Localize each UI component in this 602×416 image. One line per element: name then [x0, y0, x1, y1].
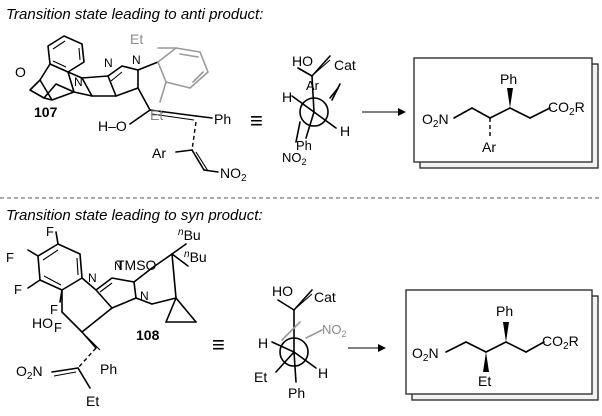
o2n-label-108: O2N	[16, 363, 43, 382]
anti-product-co2r: CO2R	[548, 99, 585, 118]
n-label-4: N	[88, 271, 97, 285]
f-label-4: F	[50, 302, 58, 317]
ts-107-structure	[29, 35, 219, 173]
n-label-2: N	[104, 56, 113, 70]
equivalence-symbol-1: ≡	[250, 108, 263, 133]
f-label-3: F	[14, 282, 22, 297]
n-label-5: N	[114, 259, 123, 273]
newman1-h-right: H	[340, 123, 350, 139]
newman2-et: Et	[254, 369, 267, 385]
reaction-arrow-2	[378, 344, 386, 352]
newman1-ar: Ar	[306, 78, 320, 93]
ho-label-108: HO	[32, 315, 53, 331]
nbu-label-2: nBu	[184, 249, 207, 265]
newman2-ph: Ph	[288, 385, 305, 401]
ts-108-structure	[27, 231, 197, 389]
reaction-arrow-1	[398, 108, 406, 116]
syn-product-et: Et	[478, 373, 491, 389]
anti-product-box	[413, 57, 599, 169]
et-lower-label: Et	[150, 107, 163, 123]
tmso-label: TMSO	[116, 257, 157, 273]
f-label-2: F	[46, 224, 54, 239]
newman2-h-left: H	[258, 335, 268, 351]
anti-heading: Transition state leading to anti product…	[6, 6, 263, 23]
compound-107: 107	[34, 104, 58, 120]
ho-label-107: H–O	[98, 118, 127, 134]
newman2-h-right: H	[318, 365, 328, 381]
newman-projection-anti	[291, 55, 341, 143]
newman2-ho: HO	[272, 283, 293, 299]
ph-label-108: Ph	[100, 361, 117, 377]
nbu-label-1: nBu	[178, 227, 201, 243]
n-label-1: N	[74, 75, 83, 89]
et-aryl-label: Et	[130, 31, 143, 47]
newman2-cat: Cat	[314, 289, 336, 305]
equivalence-symbol-2: ≡	[212, 332, 225, 357]
syn-product-ph: Ph	[496, 303, 513, 319]
et-label-108: Et	[86, 393, 99, 409]
newman1-h-left: H	[282, 89, 292, 105]
newman-projection-syn	[271, 289, 323, 383]
newman1-no2: NO2	[282, 150, 307, 167]
newman2-no2: NO2	[322, 322, 347, 339]
anti-product-ph: Ph	[500, 71, 517, 87]
no2-label-107: NO2	[220, 165, 247, 184]
ar-label-107: Ar	[152, 145, 166, 161]
newman1-ho: HO	[292, 53, 313, 69]
syn-product-o2n: O2N	[412, 345, 439, 364]
syn-heading: Transition state leading to syn product:	[6, 207, 263, 224]
ph-label-107: Ph	[214, 111, 231, 127]
f-label-1: F	[6, 250, 14, 265]
newman1-cat: Cat	[334, 57, 356, 73]
newman1-ph: Ph	[296, 138, 312, 153]
compound-108: 108	[136, 327, 160, 343]
n-label-6: N	[140, 289, 149, 303]
anti-product-ar: Ar	[482, 139, 496, 155]
n-label-3: N	[132, 53, 141, 67]
f-label-5: F	[54, 320, 62, 335]
syn-product-co2r: CO2R	[542, 333, 579, 352]
anti-product-o2n: O2N	[422, 111, 449, 130]
syn-product-box	[405, 289, 599, 401]
oxygen-label: O	[15, 64, 26, 80]
